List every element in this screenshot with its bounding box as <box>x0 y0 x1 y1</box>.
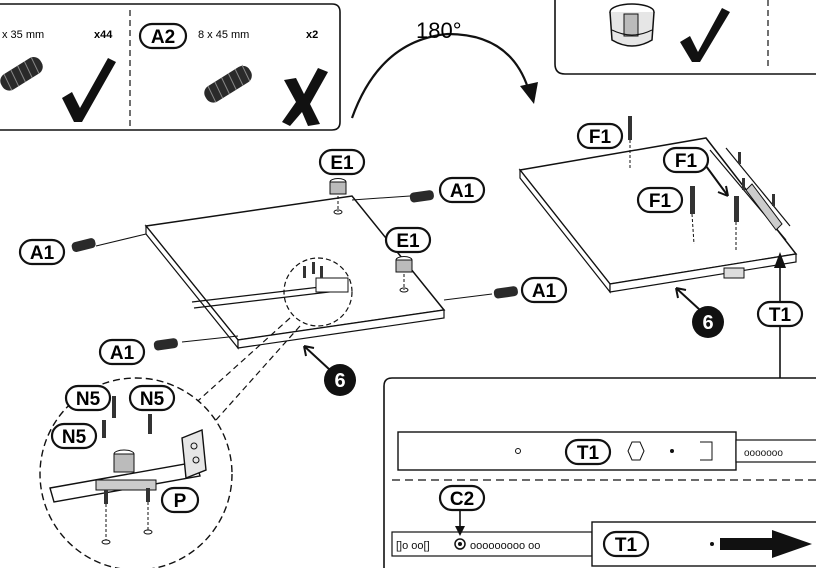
step-number-badge: 6 <box>324 364 356 396</box>
rail-detail-box: ooooooo []o oo[] ooooooooo oo <box>383 377 816 568</box>
svg-text:A1: A1 <box>450 181 475 202</box>
dowel-a2-size-text: 8 x 45 mm <box>198 29 249 41</box>
a1-label: A1 <box>438 176 486 204</box>
dowel-a2-qty-text: x2 <box>306 29 318 41</box>
e1-label: E1 <box>384 226 432 254</box>
svg-text:A1: A1 <box>30 243 55 264</box>
svg-text:F1: F1 <box>649 191 672 212</box>
dowel-icon <box>0 56 43 91</box>
cam-lock-icon <box>609 3 655 47</box>
a2-label: A2 <box>138 22 188 50</box>
svg-text:ooooooo: ooooooo <box>744 448 783 459</box>
p-label: P <box>160 486 200 514</box>
svg-text:N5: N5 <box>62 427 87 448</box>
screw-icon <box>303 262 323 278</box>
svg-text:T1: T1 <box>577 443 600 464</box>
dowel-size-text: x 35 mm <box>2 29 44 41</box>
a1-label: A1 <box>98 338 146 366</box>
svg-text:A2: A2 <box>151 27 175 48</box>
cam-lock-box <box>554 0 816 75</box>
svg-text:P: P <box>174 491 187 512</box>
svg-text:A1: A1 <box>532 281 557 302</box>
svg-text:N5: N5 <box>76 389 101 410</box>
dowel-icon <box>71 238 96 253</box>
svg-text:F1: F1 <box>589 127 612 148</box>
t1-label: T1 <box>756 300 804 328</box>
svg-text:6: 6 <box>702 312 713 334</box>
svg-text:N5: N5 <box>140 389 165 410</box>
c2-label: C2 <box>438 484 486 512</box>
dowel-qty-text: x44 <box>94 29 113 41</box>
runner-bracket <box>49 429 207 503</box>
pointer-arrow <box>705 165 729 197</box>
detail-circle <box>283 257 353 327</box>
svg-text:A1: A1 <box>110 343 135 364</box>
dowel-icon <box>493 286 518 299</box>
checkmark-icon <box>62 58 116 122</box>
cam-lock-icon <box>113 449 135 473</box>
svg-text:T1: T1 <box>615 535 638 556</box>
pointer-arrow <box>675 287 701 311</box>
screw-guide-lines <box>105 502 149 540</box>
screw-guide-lines <box>629 140 737 250</box>
a1-label: A1 <box>520 276 568 304</box>
e1-label: E1 <box>318 148 366 176</box>
step-number-badge: 6 <box>692 306 724 338</box>
dowel-icon <box>153 338 178 351</box>
c2-pointer-arrow <box>455 510 465 536</box>
right-panel <box>518 137 798 294</box>
n5-label: N5 <box>64 384 112 412</box>
n5-label: N5 <box>50 422 98 450</box>
svg-text:C2: C2 <box>450 489 474 510</box>
rotation-label: 180° <box>416 18 462 43</box>
dowel-icon <box>409 190 434 203</box>
left-panel <box>144 195 446 350</box>
screw-icon <box>628 116 775 222</box>
a1-label: A1 <box>18 238 66 266</box>
slide-direction-arrow <box>720 530 812 558</box>
rotation-arrow <box>350 32 538 119</box>
pointer-arrow <box>303 345 331 371</box>
cam-lock-icon <box>395 256 413 273</box>
svg-text:T1: T1 <box>769 305 792 326</box>
n5-label: N5 <box>128 384 176 412</box>
f1-label: F1 <box>636 186 684 214</box>
detail-zoom-lines <box>189 317 301 421</box>
dowel-guide-lines <box>95 195 493 343</box>
t1-label: T1 <box>602 530 650 558</box>
t1-label: T1 <box>564 438 612 466</box>
cam-lock-icon <box>329 178 347 195</box>
dowel-icon <box>204 64 252 103</box>
svg-text:6: 6 <box>334 370 345 392</box>
svg-text:F1: F1 <box>675 151 698 172</box>
hardware-box: x 35 mm x44 A2 8 x 45 mm x2 <box>0 3 341 131</box>
svg-text:[]o oo[]: []o oo[] <box>396 540 430 552</box>
screw-icon <box>102 396 152 504</box>
svg-text:ooooooooo oo: ooooooooo oo <box>470 540 540 552</box>
svg-text:E1: E1 <box>396 231 420 252</box>
checkmark-icon <box>680 8 730 62</box>
cross-icon <box>282 68 328 126</box>
f1-label: F1 <box>576 122 624 150</box>
f1-label: F1 <box>662 146 710 174</box>
svg-text:E1: E1 <box>330 153 354 174</box>
